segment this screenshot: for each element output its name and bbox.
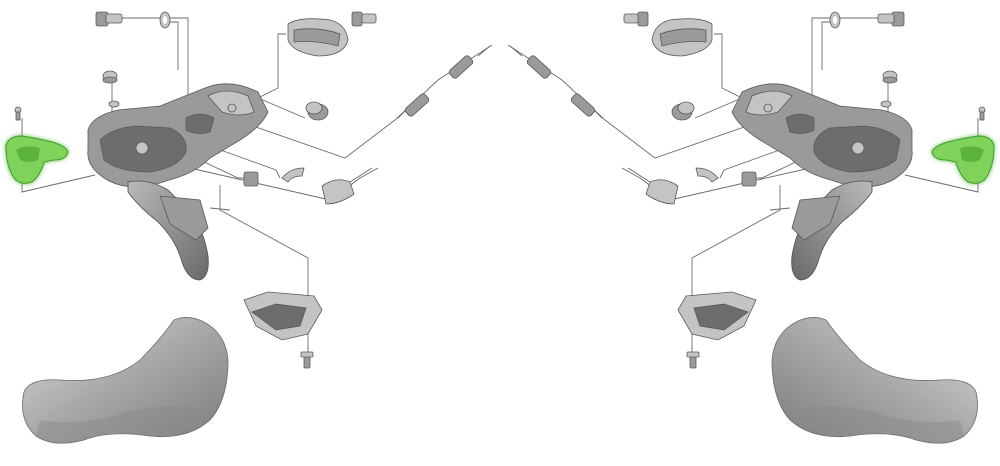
- shift-button-highlighted-left[interactable]: [6, 107, 68, 183]
- left-assembly: [6, 11, 493, 444]
- right-assembly: [507, 11, 994, 444]
- shift-button-highlighted-right[interactable]: [932, 107, 994, 183]
